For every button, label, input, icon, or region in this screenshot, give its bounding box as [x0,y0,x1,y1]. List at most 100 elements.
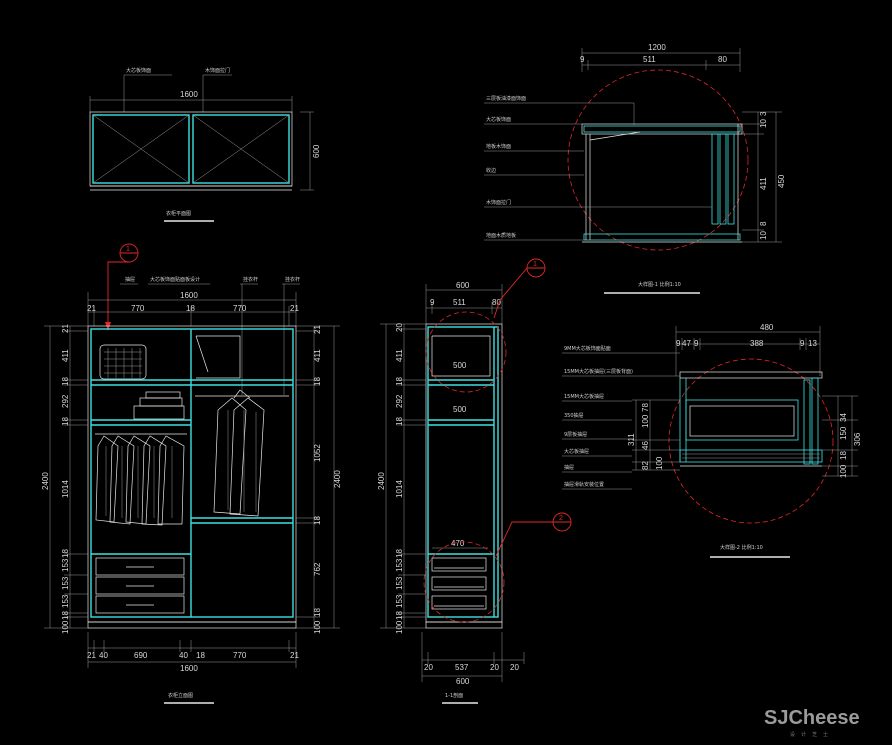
front-top-dim-1: 21 [87,304,96,313]
detail2-top-dim-4: 388 [750,339,764,348]
front-top-dim-4: 770 [233,304,247,313]
front-right-dim-5: 18 [313,516,322,525]
detail1-top-dim-3: 80 [718,55,727,64]
front-label-3: 挂衣杆 [243,276,258,283]
detail1-title: 大样图-1 比例1:10 [638,281,681,288]
detail2-label-6: 大芯板抽屉 [564,448,589,455]
front-right-dim-1: 21 [313,325,322,334]
watermark-sub: 设计芝士 [790,731,834,738]
detail2-top-dim-6: 13 [808,339,817,348]
section-top-dim-2: 511 [453,298,466,307]
left-hanging-clothes [95,435,185,526]
detail2-label-2: 15MM大芯板抽屉(三层板背面) [564,368,633,375]
front-left-dim-6: 1014 [61,480,70,498]
detail1-right-dim-3: 411 [759,177,768,190]
folded-linen-stack [99,344,185,420]
detail2-label-5: 9层板抽屉 [564,431,587,438]
section-left-dim-1: 20 [395,323,404,332]
detail1-label-2: 大芯板饰面 [486,116,511,123]
front-left-dim-5: 18 [61,417,70,426]
section-bottom-dim-1: 20 [424,663,433,672]
section-left-dim-9: 153 [395,576,404,590]
section-left-dim-7: 18 [395,549,404,558]
top-plan-width-dim: 1600 [180,90,198,99]
top-plan-view: 大芯板饰面 木饰面拉门 1600 600 衣柜平面图 [89,67,321,222]
detail-1: 1200 9 511 80 三层板油漆面饰面 大芯板饰面 地板木饰面 收边 木饰… [484,43,786,294]
detail2-left-dim-5: 82 [641,461,650,470]
front-left-dim-4: 292 [61,394,70,408]
section-left-dim-6: 1014 [395,480,404,498]
section-left-dim-5: 18 [395,417,404,426]
front-right-dim-8: 100 [313,620,322,634]
section-callout-2: 2 [559,515,563,522]
front-left-dim-7: 18 [61,549,70,558]
top-plan-title: 衣柜平面图 [166,210,191,217]
section-1-1: 600 9 511 80 500 500 470 1 [377,258,572,704]
section-left-dim-10: 153 [395,594,404,608]
detail-2: 480 9 47 9 388 9 13 9MM大芯板饰面贴面 15MM大芯板抽屉… [562,323,862,558]
front-bottom-dim-4: 40 [179,651,188,660]
detail2-top-dim-3: 9 [694,339,699,348]
detail1-right-dim-1: 10 [759,119,768,128]
detail2-top-total-dim: 480 [760,323,774,332]
section-title: 1-1剖面 [445,692,463,699]
front-right-dim-4: 1052 [313,444,322,462]
detail2-label-8: 抽屉滑轨安装位置 [564,481,604,488]
front-bottom-dim-2: 40 [99,651,108,660]
watermark: SJCheese 设计芝士 [764,707,860,738]
right-hanging-clothes [213,389,265,517]
front-title: 衣柜立面图 [168,692,193,699]
section-inner-dim-2: 500 [453,405,467,414]
detail2-left-dim-3: 78 [641,403,650,412]
section-bottom-dim-4: 20 [510,663,519,672]
front-right-dim-3: 18 [313,377,322,386]
top-plan-height-dim: 600 [312,144,321,158]
detail1-top-dim-2: 511 [643,55,656,64]
detail2-left-dim-1: 311 [627,433,636,446]
detail2-left-dim-2: 100 [641,414,650,428]
detail2-left-dim-6: 100 [655,456,664,470]
section-top-total-dim: 600 [456,281,470,290]
detail1-top-total-dim: 1200 [648,43,666,52]
front-top-dim-5: 21 [290,304,299,313]
front-elevation: 1 抽屉 大芯板饰面贴面板设计 挂衣杆 挂衣杆 1600 21 770 18 7… [41,243,342,704]
front-left-dim-2: 411 [61,349,70,362]
top-plan-label-left: 大芯板饰面 [126,67,151,74]
section-bottom-width-dim: 600 [456,677,470,686]
front-bottom-width-dim: 1600 [180,664,198,673]
front-label-1: 抽屉 [125,276,135,283]
detail1-label-5: 木饰面拉门 [486,199,511,206]
top-plan-label-right: 木饰面拉门 [205,67,230,74]
detail2-label-3: 15MM大芯板抽屉 [564,393,604,400]
front-bottom-dim-1: 21 [87,651,96,660]
detail1-right-dim-6: 8 [759,221,768,226]
detail2-label-1: 9MM大芯板饰面贴面 [564,345,611,352]
front-label-2: 大芯板饰面贴面板设计 [150,276,200,283]
watermark-brand: SJCheese [764,707,860,729]
front-label-4: 挂衣杆 [285,276,300,283]
detail1-label-4: 收边 [486,167,496,174]
front-right-dim-2: 411 [313,349,322,362]
section-left-dim-12: 100 [395,620,404,634]
section-bottom-dim-2: 537 [455,663,469,672]
front-left-dim-9: 153 [61,576,70,590]
detail1-label-1: 三层板油漆面饰面 [486,95,526,102]
detail2-right-dim-4: 18 [839,451,848,460]
section-left-dim-2: 411 [395,349,404,362]
front-callout-number: 1 [126,246,130,253]
section-callout-1: 1 [533,261,537,268]
front-bottom-dim-7: 21 [290,651,299,660]
front-left-dim-11: 18 [61,611,70,620]
detail2-right-dim-5: 100 [839,464,848,478]
detail2-top-dim-1: 9 [676,339,681,348]
detail2-right-dim-2: 150 [839,426,848,440]
detail2-right-dim-3: 306 [853,432,862,446]
detail1-right-dim-5: 10 [759,231,768,240]
front-width-dim: 1600 [180,291,198,300]
front-top-dim-2: 770 [131,304,145,313]
section-left-dim-11: 18 [395,611,404,620]
section-bottom-dim-3: 20 [490,663,499,672]
detail1-right-dim-2: 3 [759,111,768,116]
front-bottom-dim-5: 18 [196,651,205,660]
front-bottom-dim-3: 690 [134,651,148,660]
